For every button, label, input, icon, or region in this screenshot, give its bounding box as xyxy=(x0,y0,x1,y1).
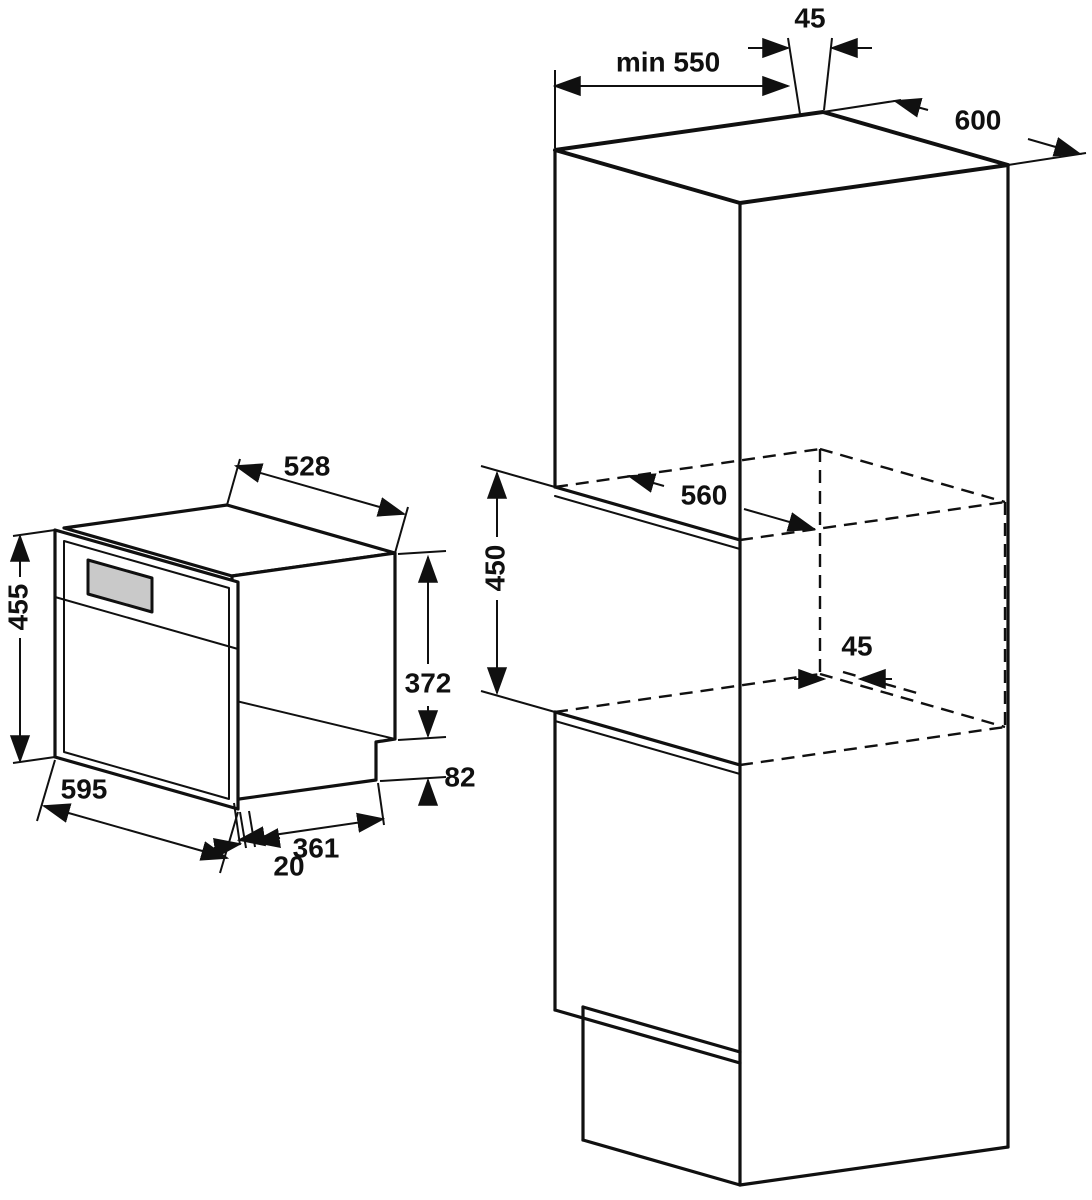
niche-width-label: 560 xyxy=(681,479,728,510)
dimension-body-width: 528 xyxy=(226,450,409,554)
niche-dashed-box xyxy=(554,447,1007,767)
cabinet-bottom-right-edge xyxy=(738,1145,1010,1187)
niche-opening-top-inner-edge xyxy=(554,495,741,550)
appliance-front-frame xyxy=(53,528,240,811)
front-width-label: 595 xyxy=(61,773,108,804)
frame-overlap-label: 20 xyxy=(273,850,304,881)
front-height-label: 455 xyxy=(2,584,33,631)
dimension-body-depth: 361 xyxy=(233,782,386,863)
dimension-cabinet-width: 600 xyxy=(822,98,1087,166)
appliance-body-right-face xyxy=(230,551,397,802)
cabinet-bottom-front-edge xyxy=(553,1008,742,1065)
appliance-panel-divider xyxy=(54,596,239,650)
rear-gap-label: 45 xyxy=(841,630,872,661)
dimension-body-height: 372 xyxy=(397,550,452,741)
niche-opening-top-edge xyxy=(553,485,742,542)
min-depth-label: min 550 xyxy=(616,46,720,77)
niche-opening-bottom-inner-edge xyxy=(554,720,741,775)
niche-height-label: 450 xyxy=(479,545,510,592)
dimension-frame-overlap: 20 xyxy=(213,810,305,881)
top-rear-gap-label: 45 xyxy=(794,2,825,33)
body-height-label: 372 xyxy=(405,667,452,698)
dimension-front-height: 455 xyxy=(2,529,56,764)
niche-opening-bottom-edge xyxy=(553,710,742,767)
cabinet-top-face xyxy=(553,110,1010,205)
dimension-niche-height: 450 xyxy=(479,465,556,713)
dimension-rear-gap: 45 xyxy=(794,630,892,690)
dimension-top-rear-gap: 45 xyxy=(748,2,872,111)
base-height-label: 82 xyxy=(444,761,475,792)
rear-gap-reference-line xyxy=(842,670,918,695)
appliance-display-window xyxy=(86,558,154,614)
plinth-top-edge xyxy=(581,1005,742,1054)
cabinet-drawing: min 550 45 600 560 45 xyxy=(479,2,1087,1187)
body-depth-label: 361 xyxy=(293,832,340,863)
dimension-front-width: 595 xyxy=(36,759,239,874)
dimension-niche-width: 560 xyxy=(626,473,817,532)
plinth-bottom-edge xyxy=(581,1138,742,1187)
appliance-door-outline xyxy=(63,540,230,800)
cabinet-width-label: 600 xyxy=(955,104,1002,135)
appliance-drawing: 455 595 528 372 82 xyxy=(2,450,475,881)
body-width-label: 528 xyxy=(284,450,331,481)
dimension-min-depth: min 550 xyxy=(552,37,801,148)
appliance-body-step-line xyxy=(231,699,396,740)
dimension-base-height: 82 xyxy=(379,761,476,806)
